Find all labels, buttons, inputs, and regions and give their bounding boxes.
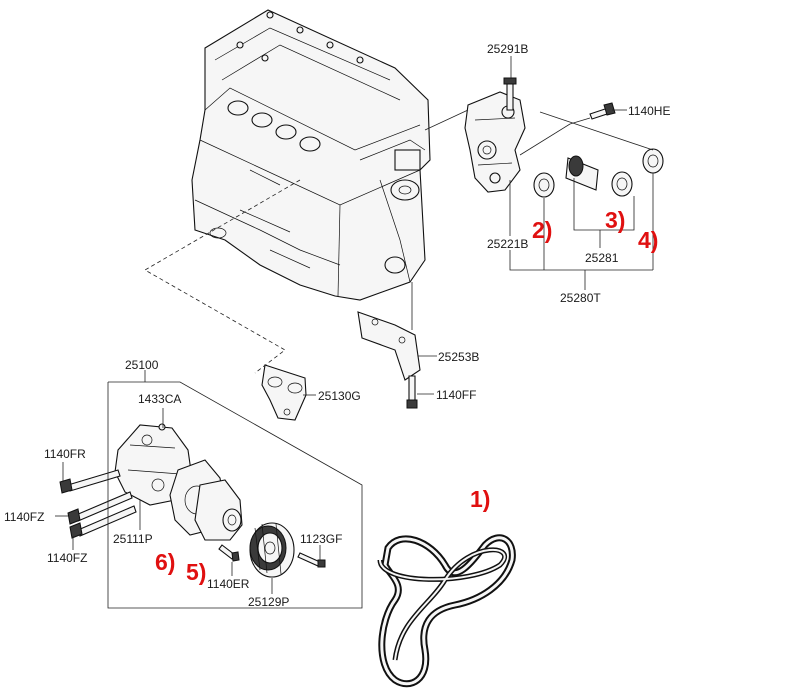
bolt-1140HE: [589, 102, 616, 120]
label-25111P: 25111P: [113, 532, 153, 546]
callout-5: 5): [186, 559, 206, 585]
callout-1: 1): [470, 486, 490, 512]
part-number-labels: 25291B 1140HE 25221B 25281 25280T 25253B…: [4, 42, 670, 609]
label-25130G: 25130G: [318, 389, 361, 403]
callout-4: 4): [638, 227, 658, 253]
water-pump-5: [194, 479, 243, 541]
label-25221B: 25221B: [487, 237, 528, 251]
belt-tensioner-bracket: [464, 91, 526, 193]
callout-2: 2): [532, 217, 552, 243]
pulley-25129P: [249, 522, 295, 578]
bolt-1140FF: [406, 375, 418, 409]
bracket-25253B: [357, 311, 421, 381]
label-25100: 25100: [125, 358, 159, 372]
idler-pulley-4: [642, 148, 664, 174]
tensioner-3: [565, 155, 633, 197]
label-25280T: 25280T: [560, 291, 601, 305]
label-1140FZ-left: 1140FZ: [4, 510, 44, 524]
callout-labels: 1) 2) 3) 4) 5) 6): [155, 207, 658, 585]
label-1140FR: 1140FR: [44, 447, 86, 461]
engine-block: [191, 9, 431, 301]
label-1140FZ-bottom: 1140FZ: [47, 551, 87, 565]
bolt-1123GF: [297, 552, 326, 568]
idler-pulley-2: [533, 172, 555, 198]
bolt-1140FZ-b: [69, 505, 137, 539]
drive-belt-1: [377, 534, 516, 688]
label-1140ER: 1140ER: [207, 577, 250, 591]
bolt-25291B: [503, 77, 517, 111]
label-25129P: 25129P: [248, 595, 289, 609]
bolt-1140FR: [59, 469, 121, 494]
label-1433CA: 1433CA: [138, 392, 181, 406]
callout-6: 6): [155, 549, 175, 575]
label-1123GF: 1123GF: [300, 532, 342, 546]
leader-lines: [55, 56, 654, 609]
gasket-25130G: [261, 364, 307, 421]
label-1140HE: 1140HE: [628, 104, 670, 118]
bolt-1140FZ-a: [67, 491, 133, 525]
bolt-1140ER: [218, 544, 240, 562]
callout-3: 3): [605, 207, 625, 233]
label-25253B: 25253B: [438, 350, 479, 364]
label-25291B: 25291B: [487, 42, 528, 56]
label-1140FF: 1140FF: [436, 388, 476, 402]
label-25281: 25281: [585, 251, 619, 265]
